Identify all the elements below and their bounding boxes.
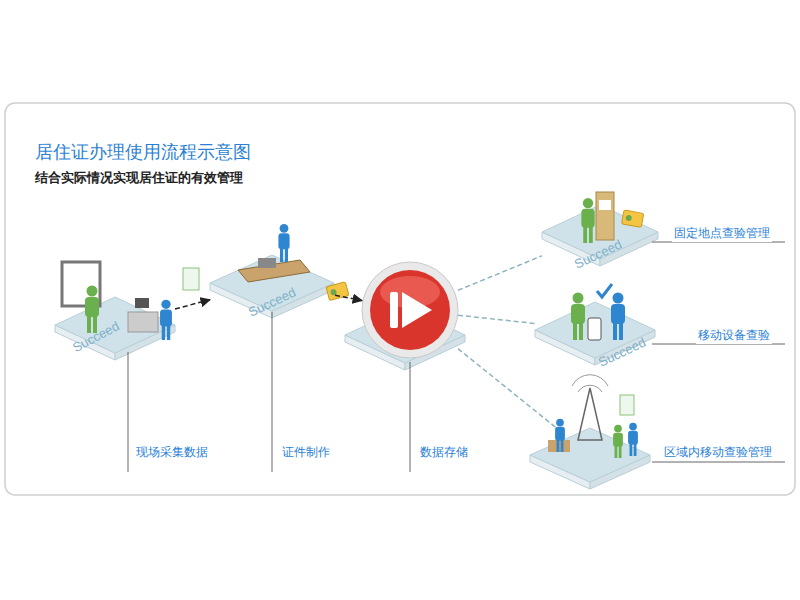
person-figure <box>278 224 289 262</box>
step-label: 区域内移动查验管理 <box>662 444 774 461</box>
person-figure <box>611 293 625 341</box>
platform <box>530 428 650 489</box>
kiosk-screen <box>599 200 611 210</box>
person-head <box>280 224 289 233</box>
person-leg <box>619 445 622 458</box>
station-node: 区域内移动查验管理 <box>530 428 650 482</box>
flow-connector <box>458 256 542 290</box>
step-label: 数据存储 <box>418 444 470 461</box>
person-leg <box>557 439 560 452</box>
person-leg <box>162 325 165 340</box>
person-leg <box>615 445 618 458</box>
person-head <box>614 425 622 433</box>
person-leg <box>285 248 288 262</box>
diagram-caption: 结合实际情况实现居住证的有效管理 <box>35 169 243 187</box>
platform <box>535 302 655 365</box>
step-label: 固定地点查验管理 <box>672 225 772 242</box>
platform-top <box>530 428 650 482</box>
step-label: 证件制作 <box>280 444 332 461</box>
person-head <box>556 419 564 427</box>
person-figure <box>571 293 585 341</box>
person-figure <box>555 419 565 452</box>
kiosk <box>596 192 614 240</box>
person-body <box>628 431 638 445</box>
person-figure <box>613 425 623 458</box>
person-body <box>160 309 172 326</box>
panel <box>5 103 795 495</box>
person-leg <box>589 226 593 243</box>
person-body <box>613 433 623 447</box>
card-photo <box>625 214 632 221</box>
play-button <box>362 262 458 358</box>
person-leg <box>613 322 617 340</box>
card-body <box>622 210 644 227</box>
person-leg <box>280 248 283 262</box>
person-figure <box>628 423 638 456</box>
check-mark <box>597 284 612 297</box>
flow-connector <box>458 315 535 323</box>
camera <box>135 298 149 308</box>
play-disc <box>370 270 450 350</box>
leader-line <box>410 362 411 472</box>
person-leg <box>561 439 564 452</box>
id-photo-panel <box>183 268 199 290</box>
person-head <box>161 300 170 309</box>
person-body <box>278 233 289 249</box>
diagram-title: 居住证办理使用流程示意图 <box>35 140 251 164</box>
flow-connector <box>458 349 556 428</box>
desk <box>128 312 158 332</box>
person-leg <box>583 226 587 243</box>
person-leg <box>619 322 623 340</box>
play-triangle <box>402 292 432 328</box>
person-leg <box>630 443 633 456</box>
leader-line <box>272 312 273 472</box>
station-node: 数据存储 <box>362 262 458 358</box>
printer <box>258 258 276 268</box>
leader-line <box>128 352 129 472</box>
person-body <box>571 304 585 324</box>
info-panel <box>620 395 634 415</box>
person-head <box>583 198 593 208</box>
person-leg <box>634 443 637 456</box>
desk <box>548 440 570 452</box>
person-body <box>611 304 625 324</box>
person-leg <box>573 322 577 340</box>
person-body <box>581 209 594 228</box>
radio-waves <box>572 375 608 392</box>
person-body <box>555 427 565 441</box>
person-head <box>87 286 98 297</box>
person-body <box>85 297 99 317</box>
id-card <box>622 210 644 227</box>
person-figure <box>85 286 99 334</box>
person-leg <box>579 322 583 340</box>
flow-connector <box>175 300 210 309</box>
radio-tower <box>578 388 602 440</box>
person-head <box>573 293 584 304</box>
person-head <box>629 423 637 431</box>
step-label: 移动设备查验 <box>696 327 772 344</box>
leader-line <box>652 462 785 463</box>
person-figure <box>581 198 594 243</box>
play-bar <box>390 292 398 328</box>
step-label: 现场采集数据 <box>134 444 210 461</box>
person-figure <box>160 300 172 340</box>
person-leg <box>167 325 170 340</box>
flow-connector <box>335 295 362 300</box>
play-ring <box>362 262 458 358</box>
person-head <box>613 293 624 304</box>
mobile-device <box>588 318 601 340</box>
